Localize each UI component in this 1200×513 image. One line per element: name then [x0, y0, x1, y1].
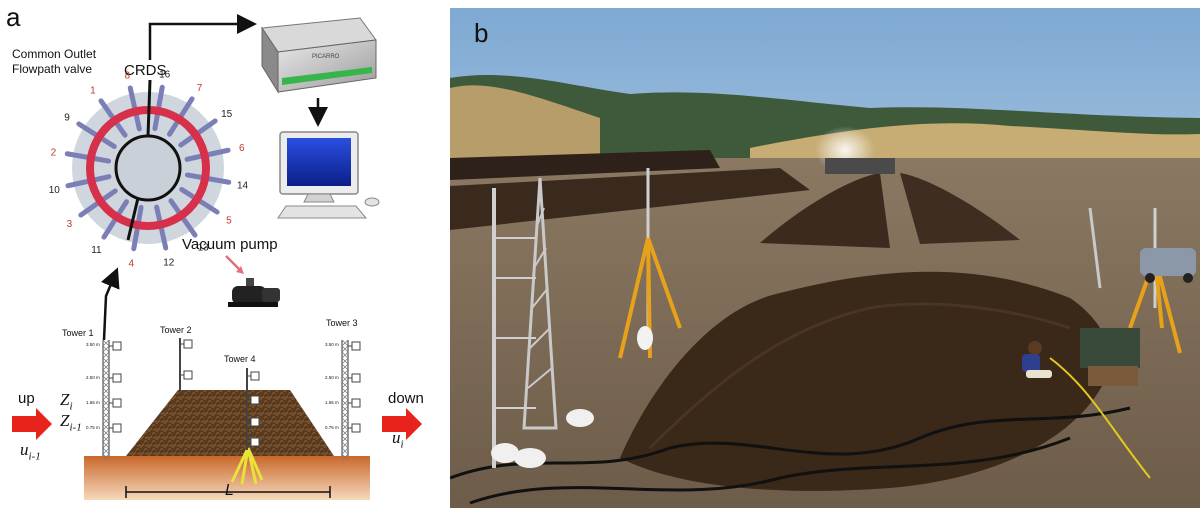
valve-port-label-12: 12 — [163, 258, 175, 269]
tower-4-mast — [246, 368, 260, 450]
tower-to-valve-arrow — [101, 267, 120, 341]
valve-port-label-7: 7 — [197, 83, 203, 94]
valve-port-label-11: 11 — [91, 245, 102, 256]
valve-port-label-3: 3 — [67, 219, 73, 230]
valve-inlet-line — [126, 197, 140, 241]
down-label: down — [388, 390, 424, 407]
upwind-arrow — [12, 408, 52, 440]
tower-1-mast — [102, 339, 122, 461]
crds-analyzer-icon: PICARRO — [261, 17, 377, 94]
tower1-height-1: 3.50 m — [86, 342, 100, 347]
windrow-center — [760, 173, 890, 248]
u-i-symbol: ui — [392, 428, 404, 450]
valve-port-label-13: 13 — [198, 243, 210, 254]
z-im1-letter: Z — [60, 411, 70, 430]
u-im1-symbol: ui-1 — [20, 440, 41, 462]
tower1-height-3: 1.65 m — [86, 400, 100, 405]
windrow-far-1 — [450, 150, 720, 180]
valve-port-label-2: 2 — [51, 147, 57, 158]
panel-letter-a: a — [6, 2, 21, 32]
valve-port-label-14: 14 — [237, 181, 249, 192]
tower4-tubes — [230, 447, 264, 485]
tower-3-mast — [341, 339, 361, 461]
tower1-height-2: 2.50 m — [86, 375, 100, 380]
tripod-center — [618, 168, 682, 359]
u-im1-letter: u — [20, 440, 29, 459]
u-im1-subscript: i-1 — [28, 450, 41, 463]
valve-port-label-5: 5 — [226, 216, 232, 227]
tower3-height-1: 3.50 m — [325, 342, 339, 347]
person-kneeling — [1022, 341, 1052, 378]
windrow-right — [900, 173, 1020, 244]
valve-port-label-16: 16 — [159, 69, 171, 80]
panel-letter-b: b — [474, 18, 489, 48]
vacuum-pump-pointer — [225, 255, 241, 271]
z-im1-subscript: i-1 — [69, 421, 82, 434]
length-label: L — [225, 482, 234, 499]
u-i-subscript: i — [400, 438, 404, 451]
lattice-tower-left — [491, 177, 594, 468]
z-i-symbol: Zi — [60, 390, 73, 412]
u-i-letter: u — [392, 428, 401, 447]
valve-to-analyzer-arrow — [148, 14, 257, 60]
valve-port-label-15: 15 — [221, 109, 233, 120]
valve-outlet-line — [146, 79, 152, 137]
valve-port-label-4: 4 — [129, 259, 135, 270]
compost-turner — [825, 158, 895, 174]
compost-pile — [126, 390, 334, 456]
tower-2-label: Tower 2 — [160, 325, 192, 335]
z-i-letter: Z — [60, 390, 70, 409]
downwind-arrow — [382, 408, 422, 440]
tower3-height-4: 0.75 m — [325, 425, 339, 430]
tower-2-mast — [179, 338, 193, 392]
tower3-height-2: 2.50 m — [325, 375, 339, 380]
up-label: up — [18, 390, 35, 407]
schematic-panel: a Common Outlet Flowpath valve CRDS Vacu… — [0, 0, 448, 508]
tower3-height-3: 1.65 m — [325, 400, 339, 405]
main-compost-pile — [620, 271, 1111, 491]
tower-1-label: Tower 1 — [62, 328, 94, 338]
valve-port-label-10: 10 — [49, 185, 61, 196]
z-i-subscript: i — [69, 400, 73, 413]
tower-4-label: Tower 4 — [224, 354, 256, 364]
schematic-svg: 16 7 15 6 14 5 13 12 4 11 3 10 2 9 1 8 PICARRO — [12, 14, 422, 500]
equipment-tarp — [1080, 328, 1140, 368]
valve-port-label-1: 1 — [90, 85, 96, 96]
valve-port-labels: 16 7 15 6 14 5 13 12 4 11 3 10 2 9 1 8 — [49, 69, 249, 269]
computer-icon — [277, 131, 380, 219]
tower1-height-4: 0.75 m — [86, 425, 100, 430]
field-photo: b — [449, 8, 1200, 508]
crds-label: CRDS — [124, 62, 167, 79]
parked-car — [1140, 248, 1196, 283]
valve-center — [114, 134, 182, 202]
tower-3-label: Tower 3 — [326, 318, 358, 328]
vacuum-pump-label: Vacuum pump — [182, 236, 278, 253]
length-dimension-ticks — [125, 486, 331, 498]
valve-label-line1: Common Outlet — [12, 47, 97, 61]
valve-label-line2: Flowpath valve — [12, 62, 93, 76]
sampling-lines — [449, 406, 1131, 480]
yellow-cable — [1049, 357, 1151, 479]
z-im1-symbol: Zi-1 — [60, 411, 82, 433]
valve-assembly: 16 7 15 6 14 5 13 12 4 11 3 10 2 9 1 8 — [49, 69, 249, 269]
instrument-brand-text: PICARRO — [312, 54, 340, 60]
valve-port-label-8: 8 — [124, 70, 130, 81]
field-photo-illustration — [449, 8, 1200, 508]
valve-port-label-9: 9 — [64, 112, 70, 123]
vacuum-pump-icon — [228, 278, 280, 307]
valve-port-label-6: 6 — [239, 143, 245, 154]
